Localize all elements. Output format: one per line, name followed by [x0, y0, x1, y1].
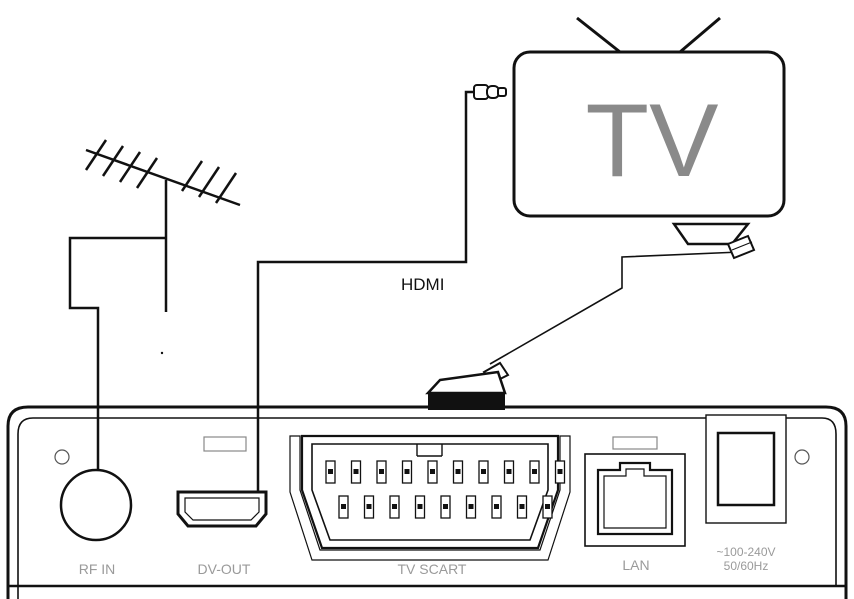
scart-pin-contact — [506, 469, 512, 474]
scart-pin-contact — [341, 504, 346, 509]
scart-pin-contact — [366, 504, 372, 509]
label-lan: LAN — [622, 557, 649, 573]
scart-pin-contact — [328, 469, 333, 474]
screw-hole-right-icon — [794, 449, 810, 465]
label-tv-scart: TV SCART — [398, 561, 467, 577]
scart-pin-contact — [353, 469, 359, 474]
label-power-frequency: 50/60Hz — [724, 559, 769, 573]
dv-out-port — [176, 490, 268, 528]
screw-hole-left-icon — [54, 449, 70, 465]
antenna-icon — [84, 139, 241, 312]
scart-pin-contact — [417, 504, 423, 509]
scart-plug-box-icon — [425, 361, 510, 410]
label-rf-in: RF IN — [79, 561, 116, 577]
scart-pin-contact — [379, 469, 384, 474]
hdmi-plug-icon — [473, 84, 507, 100]
scart-pin-contact — [468, 504, 474, 509]
scart-cable — [425, 222, 756, 410]
scart-pin-contact — [430, 469, 435, 474]
scart-pin-contact — [481, 469, 486, 474]
scart-pin-contact — [392, 504, 397, 509]
hdmi-label: HDMI — [401, 275, 444, 294]
dv-out-led — [203, 436, 247, 452]
lan-port — [584, 453, 686, 547]
scart-pin-contact — [532, 469, 537, 474]
scart-pin-contact — [519, 504, 525, 509]
label-dv-out: DV-OUT — [198, 561, 251, 577]
scart-plug-tv-icon — [671, 222, 756, 260]
label-power-voltage: ~100-240V — [716, 545, 775, 559]
antenna-cable — [68, 236, 166, 470]
rf-in-connector — [59, 468, 133, 542]
scart-pin-contact — [494, 504, 499, 509]
scart-pin-contact — [557, 469, 563, 474]
scart-pin-contact — [443, 504, 448, 509]
dot — [160, 351, 164, 355]
scart-pin-contact — [404, 469, 410, 474]
tv-scart-port — [289, 434, 571, 561]
tv-icon — [512, 16, 786, 218]
lan-led — [612, 436, 658, 450]
power-switch — [705, 414, 787, 524]
hdmi-cable — [256, 84, 507, 492]
scart-pin-contact — [455, 469, 461, 474]
tv-label: TV — [586, 83, 719, 199]
receiver-back-panel — [6, 405, 848, 599]
scart-pin-contact — [545, 504, 550, 509]
